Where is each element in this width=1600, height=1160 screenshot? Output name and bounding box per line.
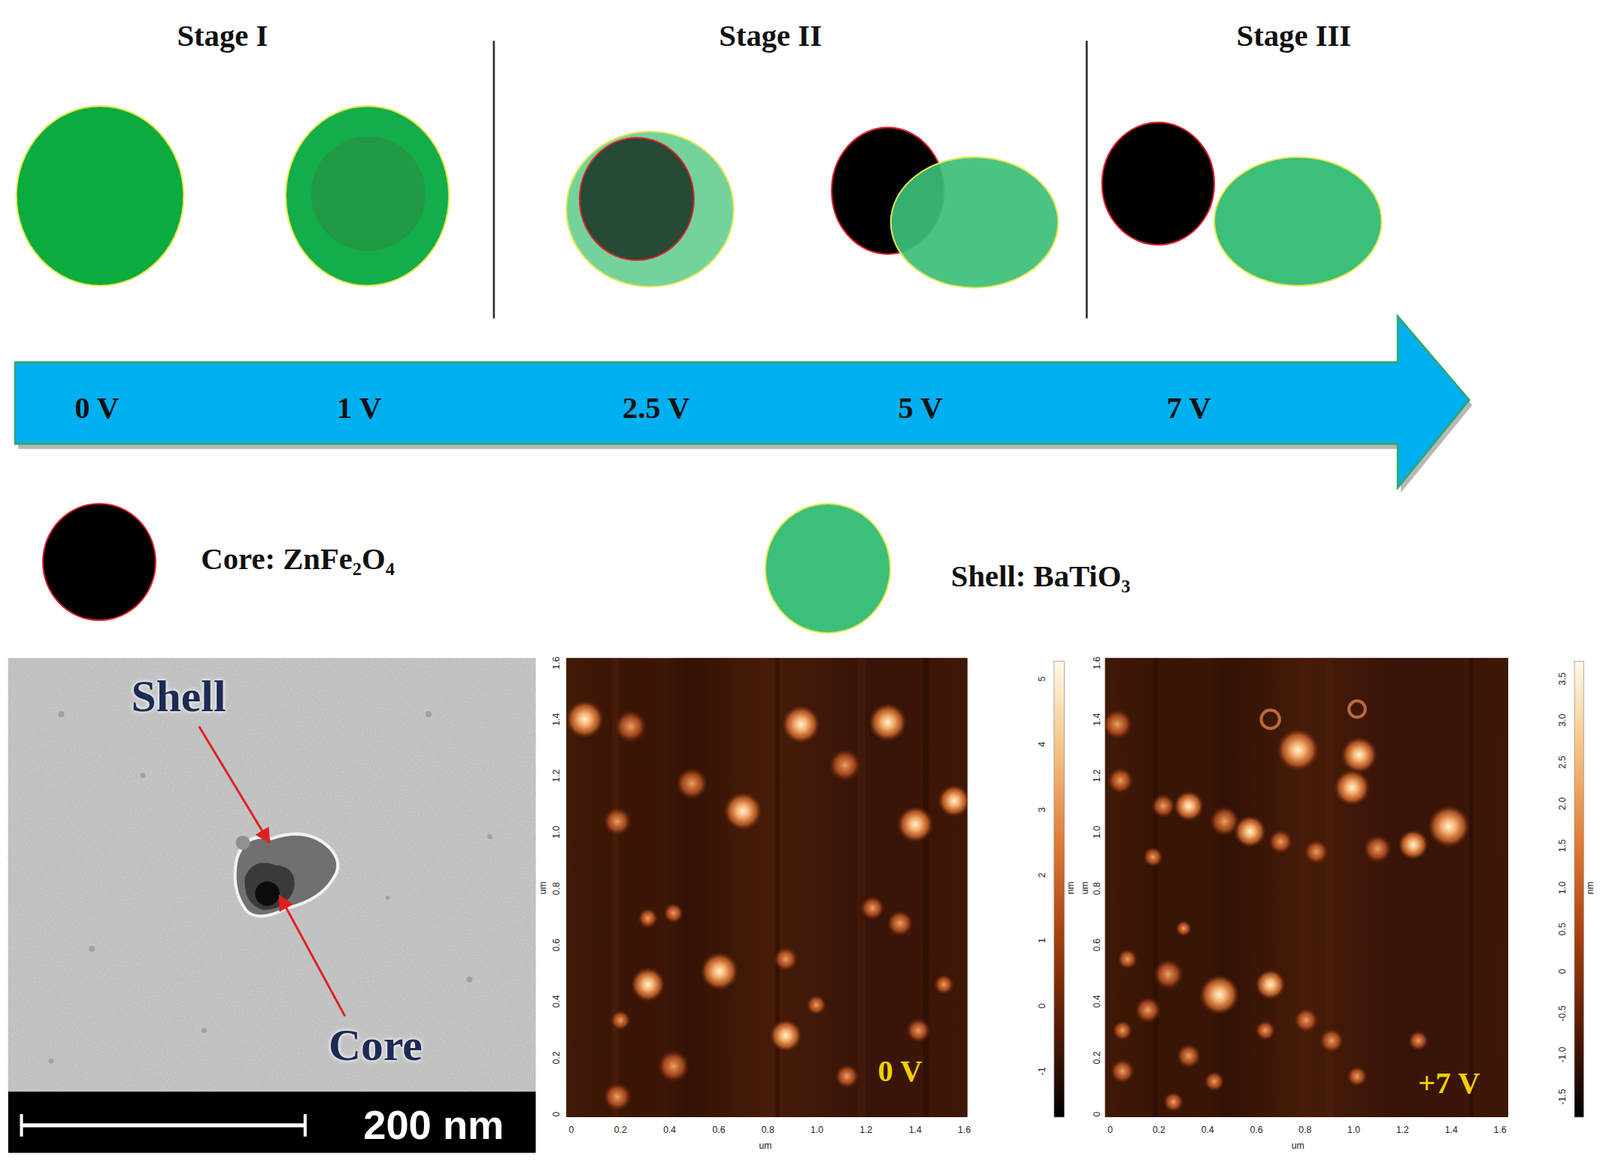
label: 0.2 xyxy=(551,1051,562,1065)
arrow-shape xyxy=(12,311,1475,495)
label: 0.2 xyxy=(614,1125,628,1136)
label: nm xyxy=(1585,881,1596,894)
label: Stage II xyxy=(718,18,822,53)
label: 1.2 xyxy=(551,769,562,783)
label: 0.4 xyxy=(1093,995,1104,1009)
label: 1.2 xyxy=(1396,1125,1410,1136)
label: Stage I xyxy=(176,18,268,53)
label: -0.5 xyxy=(1557,1005,1568,1022)
label: 1.0 xyxy=(551,826,562,840)
label: Core xyxy=(328,1021,423,1071)
label: 2.5 xyxy=(1557,755,1568,769)
label: 3.5 xyxy=(1557,672,1568,685)
label: 1.4 xyxy=(909,1125,922,1136)
label: -1 xyxy=(1037,1067,1048,1076)
label: 0.8 xyxy=(1093,882,1104,896)
label: 1.2 xyxy=(859,1125,873,1136)
label: 200 nm xyxy=(363,1103,504,1149)
legend-text: Shell: BaTiO₃ xyxy=(951,559,1131,594)
label: 0.8 xyxy=(551,882,562,896)
label: 0.2 xyxy=(1152,1125,1166,1136)
label: um xyxy=(1080,881,1091,894)
label: 1.0 xyxy=(1557,881,1568,894)
label: 0 xyxy=(1093,1112,1104,1118)
label: Shell xyxy=(130,672,226,722)
label: 0 xyxy=(1037,1003,1048,1010)
label: 1.6 xyxy=(957,1125,971,1136)
label: -1.5 xyxy=(1557,1088,1568,1105)
label: 2 xyxy=(1037,872,1048,878)
voltage-label: 5 V xyxy=(898,390,943,425)
label: um xyxy=(539,881,549,894)
label: 0.6 xyxy=(712,1125,725,1136)
label: 2.0 xyxy=(1557,797,1568,811)
label: 1.6 xyxy=(551,657,562,670)
label: 1.4 xyxy=(551,713,562,727)
label: 0.6 xyxy=(1093,939,1104,952)
label: 0.4 xyxy=(1201,1125,1215,1136)
label: 1.0 xyxy=(810,1125,824,1136)
label: nm xyxy=(1066,881,1076,894)
label: 1.0 xyxy=(1093,826,1104,840)
label: 0.6 xyxy=(551,939,562,952)
label: 0.5 xyxy=(1557,923,1568,937)
legend-swatch xyxy=(42,503,157,622)
label: 1.4 xyxy=(1093,713,1104,727)
label: +7 V xyxy=(1418,1066,1480,1101)
label: -1.0 xyxy=(1557,1047,1568,1064)
label: 0.6 xyxy=(1249,1125,1263,1136)
label: 1.4 xyxy=(1445,1125,1458,1136)
voltage-label: 1 V xyxy=(336,390,382,425)
legend-text: Core: ZnFe₂O₄ xyxy=(200,542,395,576)
label: 4 xyxy=(1037,741,1048,747)
label: 0.4 xyxy=(663,1125,676,1136)
label: 3.0 xyxy=(1557,714,1568,728)
label: 1 xyxy=(1037,938,1048,944)
label: 3 xyxy=(1037,806,1048,813)
label: 1.6 xyxy=(1493,1125,1507,1136)
label: um xyxy=(758,1142,772,1152)
voltage-label: 0 V xyxy=(74,390,119,425)
label: 0.4 xyxy=(551,995,562,1009)
voltage-label: 7 V xyxy=(1166,390,1211,425)
label: 0.8 xyxy=(761,1125,775,1136)
label: 0 xyxy=(1107,1125,1113,1136)
voltage-label: 2.5 V xyxy=(622,390,691,425)
label: um xyxy=(1291,1142,1305,1152)
label: 0.2 xyxy=(1093,1051,1104,1065)
label: 0 xyxy=(569,1125,575,1136)
label: 0.8 xyxy=(1298,1125,1312,1136)
label: 1.2 xyxy=(1093,769,1104,783)
voltage-arrow: 0 V 1 V 2.5 V 5 V 7 V xyxy=(12,311,1475,495)
label: 1.6 xyxy=(1093,657,1104,670)
legend-swatch xyxy=(764,503,891,634)
label: Stage III xyxy=(1236,18,1352,53)
label: 0 xyxy=(551,1112,562,1118)
label: 0 V xyxy=(877,1054,922,1089)
label: 5 xyxy=(1037,675,1048,682)
label: 1.5 xyxy=(1557,839,1568,853)
label: 0 xyxy=(1557,969,1568,975)
label: 1.0 xyxy=(1347,1125,1361,1136)
